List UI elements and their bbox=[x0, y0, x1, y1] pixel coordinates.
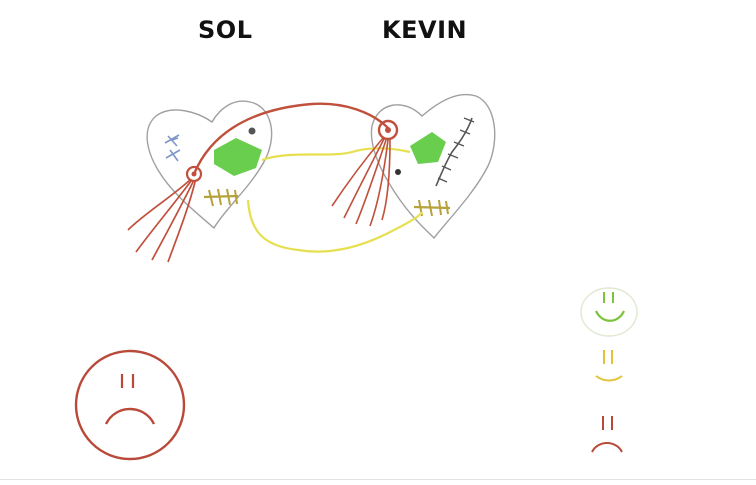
right-person-label: KEVIN bbox=[382, 16, 467, 44]
left-person-label: SOL bbox=[198, 16, 252, 44]
neutral-face-icon bbox=[596, 350, 622, 381]
yellow-thread bbox=[248, 148, 422, 251]
left-heart bbox=[147, 101, 272, 228]
happy-face-icon bbox=[581, 288, 637, 336]
sad-face-icon bbox=[76, 351, 184, 459]
bottom-divider bbox=[0, 479, 756, 480]
sad-face-icon bbox=[592, 416, 622, 452]
